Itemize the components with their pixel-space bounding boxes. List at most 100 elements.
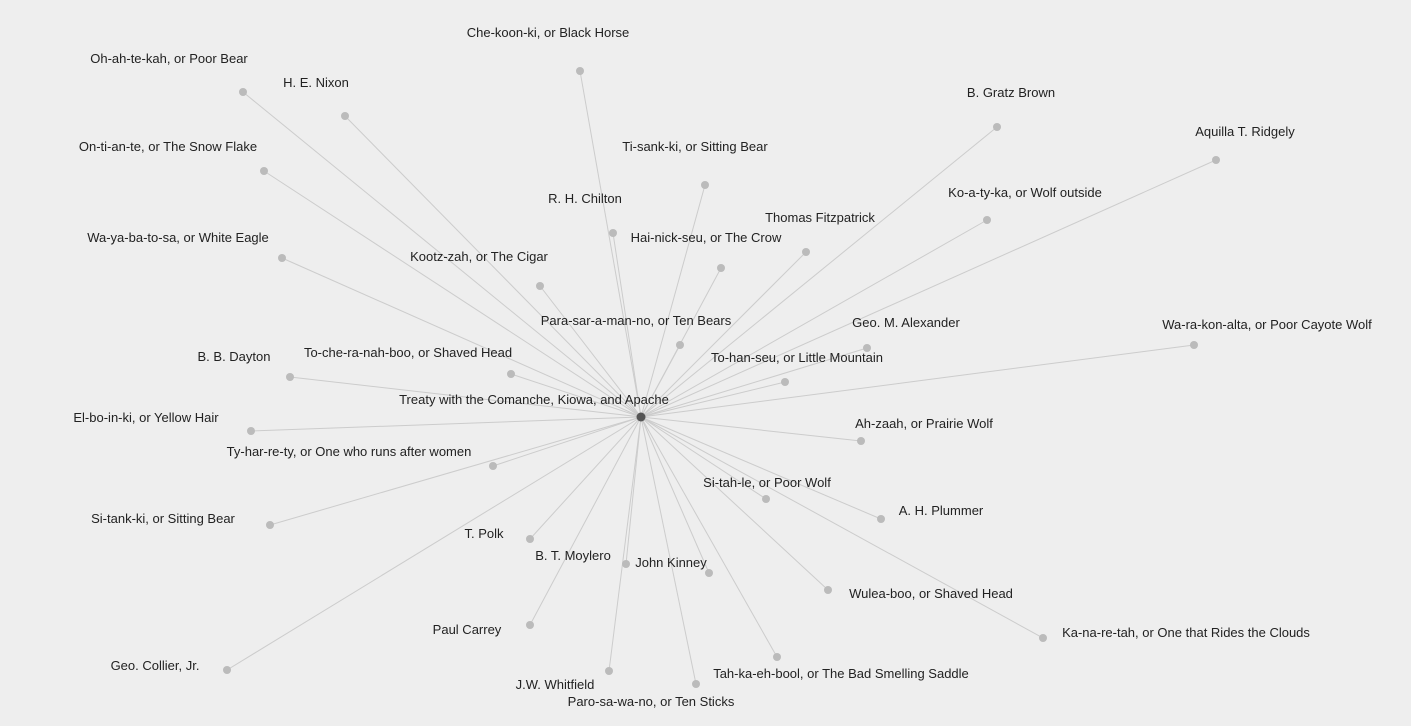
person-label: Ty-har-re-ty, or One who runs after wome… <box>227 444 472 459</box>
edge-line <box>640 184 706 418</box>
edge-line <box>640 219 988 418</box>
person-node[interactable] <box>278 254 286 262</box>
person-label: Che-koon-ki, or Black Horse <box>467 25 630 40</box>
edge-line <box>492 416 642 467</box>
treaty-node[interactable] <box>636 412 646 422</box>
person-node[interactable] <box>863 344 871 352</box>
person-label: To-che-ra-nah-boo, or Shaved Head <box>304 345 512 360</box>
person-node[interactable] <box>983 216 991 224</box>
person-node[interactable] <box>536 282 544 290</box>
person-node[interactable] <box>576 67 584 75</box>
person-node[interactable] <box>824 586 832 594</box>
person-label: Si-tah-le, or Poor Wolf <box>703 475 831 490</box>
person-label: B. B. Dayton <box>198 349 271 364</box>
person-node[interactable] <box>223 666 231 674</box>
label-layer: Che-koon-ki, or Black HorseOh-ah-te-kah,… <box>73 25 1372 709</box>
person-label: Ka-na-re-tah, or One that Rides the Clou… <box>1062 625 1310 640</box>
person-label: B. Gratz Brown <box>967 85 1055 100</box>
edge-line <box>640 251 807 418</box>
person-label: Wa-ya-ba-to-sa, or White Eagle <box>87 230 269 245</box>
edge-line <box>529 416 642 626</box>
person-node[interactable] <box>701 181 709 189</box>
treaty-label: Treaty with the Comanche, Kiowa, and Apa… <box>399 392 669 407</box>
edge-line <box>242 91 642 418</box>
person-node[interactable] <box>781 378 789 386</box>
person-label: Kootz-zah, or The Cigar <box>410 249 548 264</box>
edge-line <box>640 416 697 685</box>
person-label: On-ti-an-te, or The Snow Flake <box>79 139 257 154</box>
edge-line <box>640 416 767 500</box>
person-node[interactable] <box>266 521 274 529</box>
edge-line <box>640 416 778 658</box>
person-label: Ko-a-ty-ka, or Wolf outside <box>948 185 1102 200</box>
edge-line <box>640 126 998 418</box>
person-node[interactable] <box>773 653 781 661</box>
person-label: B. T. Moylero <box>535 548 611 563</box>
node-layer <box>223 67 1220 688</box>
person-node[interactable] <box>526 621 534 629</box>
person-node[interactable] <box>676 341 684 349</box>
person-node[interactable] <box>247 427 255 435</box>
person-label: Wulea-boo, or Shaved Head <box>849 586 1013 601</box>
edge-line <box>640 344 681 418</box>
edge-line <box>640 416 862 442</box>
person-node[interactable] <box>1212 156 1220 164</box>
edge-line <box>640 347 868 418</box>
person-label: A. H. Plummer <box>899 503 984 518</box>
person-node[interactable] <box>605 667 613 675</box>
link-layer <box>226 70 1217 685</box>
person-label: Oh-ah-te-kah, or Poor Bear <box>90 51 248 66</box>
person-label: John Kinney <box>635 555 707 570</box>
person-label: Ti-sank-ki, or Sitting Bear <box>622 139 768 154</box>
person-label: Wa-ra-kon-alta, or Poor Cayote Wolf <box>1162 317 1372 332</box>
edge-line <box>625 416 642 565</box>
person-node[interactable] <box>507 370 515 378</box>
edge-line <box>281 257 642 418</box>
edge-line <box>250 416 642 432</box>
edge-line <box>640 416 829 591</box>
edge-line <box>579 70 642 418</box>
edge-line <box>289 376 642 418</box>
person-label: R. H. Chilton <box>548 191 622 206</box>
person-label: H. E. Nixon <box>283 75 349 90</box>
person-label: To-han-seu, or Little Mountain <box>711 350 883 365</box>
edge-line <box>608 416 642 672</box>
person-node[interactable] <box>692 680 700 688</box>
person-node[interactable] <box>857 437 865 445</box>
person-node[interactable] <box>622 560 630 568</box>
edge-line <box>640 159 1217 418</box>
person-label: Geo. M. Alexander <box>852 315 960 330</box>
person-node[interactable] <box>341 112 349 120</box>
edge-line <box>539 285 642 418</box>
person-node[interactable] <box>489 462 497 470</box>
person-node[interactable] <box>993 123 1001 131</box>
person-label: T. Polk <box>464 526 504 541</box>
person-label: Aquilla T. Ridgely <box>1195 124 1295 139</box>
edge-line <box>529 416 642 540</box>
person-node[interactable] <box>609 229 617 237</box>
person-label: Tah-ka-eh-bool, or The Bad Smelling Sadd… <box>713 666 969 681</box>
person-node[interactable] <box>877 515 885 523</box>
edge-line <box>510 373 642 418</box>
person-node[interactable] <box>1190 341 1198 349</box>
person-node[interactable] <box>705 569 713 577</box>
edge-line <box>263 170 642 418</box>
person-node[interactable] <box>802 248 810 256</box>
person-node[interactable] <box>239 88 247 96</box>
person-node[interactable] <box>526 535 534 543</box>
person-label: Paro-sa-wa-no, or Ten Sticks <box>568 694 735 709</box>
edge-line <box>640 381 786 418</box>
edge-line <box>640 344 1195 418</box>
person-node[interactable] <box>762 495 770 503</box>
edge-line <box>640 416 882 520</box>
person-label: Ah-zaah, or Prairie Wolf <box>855 416 993 431</box>
person-node[interactable] <box>1039 634 1047 642</box>
edge-line <box>640 416 710 574</box>
person-node[interactable] <box>286 373 294 381</box>
person-label: Hai-nick-seu, or The Crow <box>631 230 782 245</box>
person-node[interactable] <box>260 167 268 175</box>
edge-line <box>640 416 1044 639</box>
person-label: Paul Carrey <box>433 622 502 637</box>
person-label: El-bo-in-ki, or Yellow Hair <box>73 410 219 425</box>
person-node[interactable] <box>717 264 725 272</box>
